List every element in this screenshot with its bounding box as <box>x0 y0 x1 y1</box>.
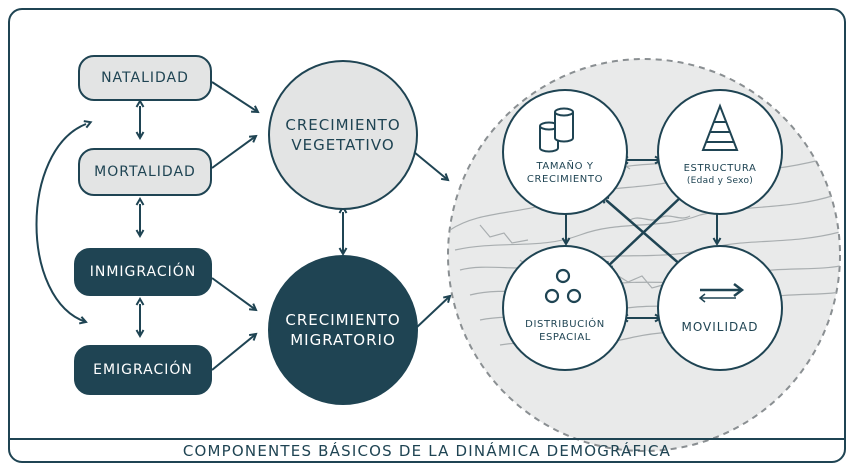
inmigracion-label: INMIGRACIÓN <box>89 264 197 280</box>
tamano-circle <box>502 89 628 215</box>
tamano-line2: CRECIMIENTO <box>526 174 604 185</box>
inmigracion-pill: INMIGRACIÓN <box>74 248 212 296</box>
dots-icon <box>544 268 582 304</box>
mortalidad-label: MORTALIDAD <box>94 164 196 180</box>
arrows-icon <box>698 283 745 303</box>
footer-divider <box>10 438 844 440</box>
crecimiento-migratorio-circle: CRECIMIENTO MIGRATORIO <box>268 255 418 405</box>
dimensions-circle <box>447 58 841 452</box>
pyramid-icon <box>701 103 739 151</box>
migratorio-line2: MIGRATORIO <box>290 331 396 349</box>
distribucion-line2: ESPACIAL <box>539 332 591 343</box>
estructura-line1: ESTRUCTURA <box>683 163 757 174</box>
movilidad-circle <box>657 245 783 371</box>
emigracion-label: EMIGRACIÓN <box>93 362 193 378</box>
distribucion-line1: DISTRIBUCIÓN <box>525 319 605 330</box>
crecimiento-vegetativo-circle: CRECIMIENTO VEGETATIVO <box>268 60 418 210</box>
emigracion-pill: EMIGRACIÓN <box>74 345 212 395</box>
distribucion-label: DISTRIBUCIÓN ESPACIAL <box>510 318 620 344</box>
estructura-circle <box>657 89 783 215</box>
movilidad-line1: MOVILIDAD <box>681 320 759 334</box>
natalidad-pill: NATALIDAD <box>78 55 212 101</box>
tamano-line1: TAMAÑO Y <box>536 161 594 172</box>
footer-title: COMPONENTES BÁSICOS DE LA DINÁMICA DEMOG… <box>182 442 672 460</box>
movilidad-label: MOVILIDAD <box>670 321 770 334</box>
distribucion-circle <box>502 245 628 371</box>
natalidad-label: NATALIDAD <box>101 70 189 86</box>
estructura-label: ESTRUCTURA (Edad y Sexo) <box>668 162 772 188</box>
vegetativo-line1: CRECIMIENTO <box>285 116 401 134</box>
tamano-label: TAMAÑO Y CRECIMIENTO <box>515 160 615 186</box>
cylinders-icon <box>539 107 574 153</box>
mortalidad-pill: MORTALIDAD <box>78 148 212 196</box>
estructura-line2: (Edad y Sexo) <box>686 176 754 186</box>
migratorio-line1: CRECIMIENTO <box>285 311 401 329</box>
vegetativo-line2: VEGETATIVO <box>291 136 395 154</box>
